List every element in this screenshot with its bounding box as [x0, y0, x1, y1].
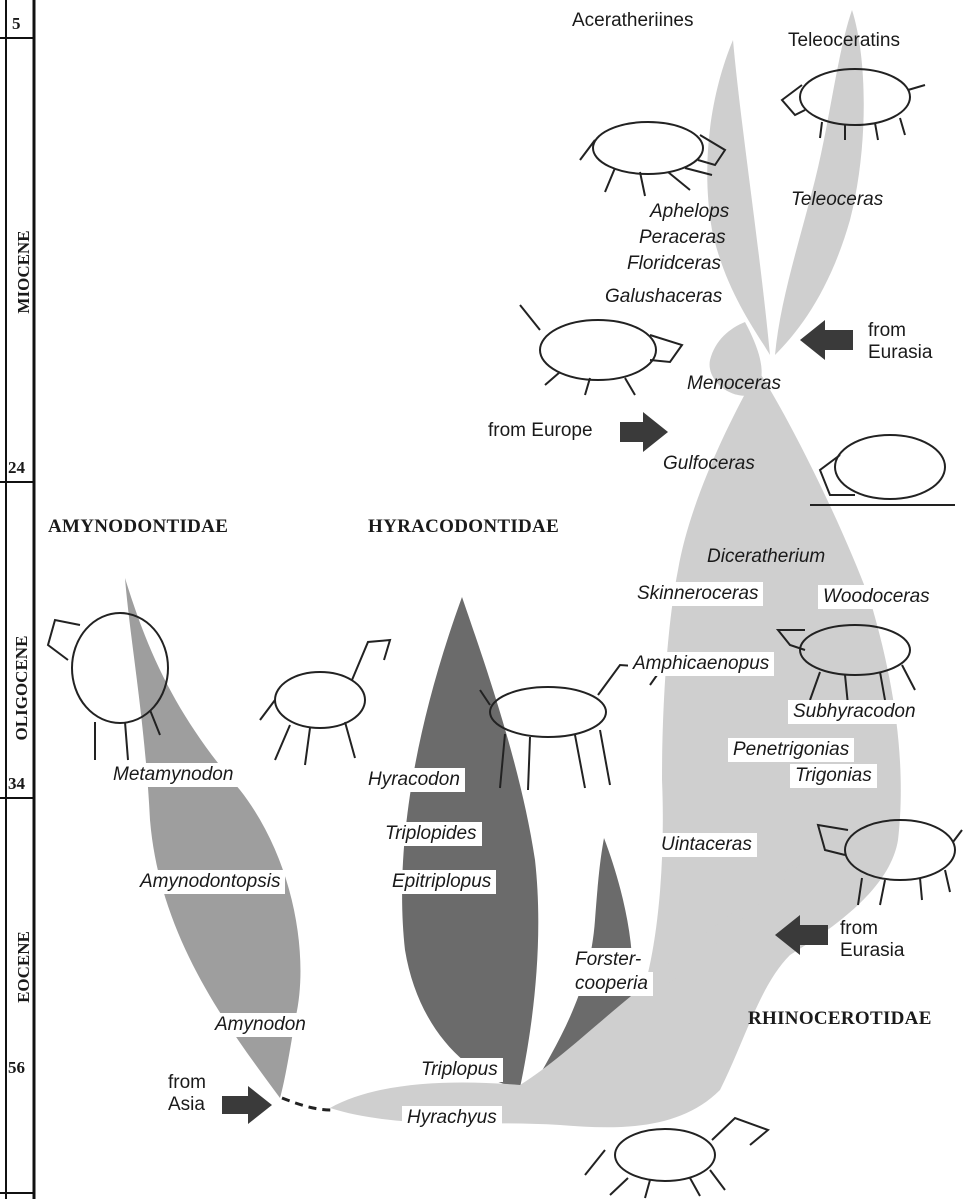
genus-amynodon: Amynodon	[210, 1013, 311, 1037]
genus-peraceras: Peraceras	[634, 226, 731, 250]
genus-woodoceras: Woodoceras	[818, 585, 935, 609]
group-teleoceratins: Teleoceratins	[788, 30, 900, 52]
genus-triplopus: Triplopus	[416, 1058, 503, 1082]
genus-aphelops: Aphelops	[645, 200, 734, 224]
family-hyracodontidae: HYRACODONTIDAE	[368, 516, 559, 538]
genus-skinneroceras: Skinneroceras	[632, 582, 763, 606]
genus-epitriplopus: Epitriplopus	[387, 870, 496, 894]
from-asia-label: from Asia	[168, 1072, 206, 1116]
teleoceratins-branch	[775, 10, 864, 355]
from-asia-line2: Asia	[168, 1094, 206, 1116]
genus-triplopides: Triplopides	[380, 822, 482, 846]
asia-connection-dashed	[282, 1098, 332, 1110]
rhino-sketch-menoceras	[520, 305, 682, 395]
age-34: 34	[8, 774, 25, 794]
genus-uintaceras: Uintaceras	[656, 833, 757, 857]
hyrachyus-sketch	[585, 1118, 768, 1198]
hyracodon-sketch-1	[260, 640, 390, 765]
genus-trigonias: Trigonias	[790, 764, 877, 788]
family-amynodontidae: AMYNODONTIDAE	[48, 516, 228, 538]
from-eurasia-top-line1: from	[868, 320, 932, 342]
genus-subhyracodon: Subhyracodon	[788, 700, 921, 724]
genus-hyracodon: Hyracodon	[363, 768, 465, 792]
rhino-sketch-grazing	[810, 435, 955, 505]
epoch-eocene: EOCENE	[14, 917, 34, 1017]
from-eurasia-bottom-line1: from	[840, 918, 904, 940]
age-5: 5	[12, 14, 21, 34]
time-scale-bar	[0, 0, 34, 1199]
family-rhinocerotidae: RHINOCEROTIDAE	[748, 1008, 932, 1030]
epoch-oligocene: OLIGOCENE	[12, 628, 32, 748]
from-europe-label: from Europe	[488, 420, 593, 442]
rhino-sketch-aceratheriine	[580, 122, 725, 196]
from-europe-arrow	[620, 412, 668, 452]
group-aceratheriines: Aceratheriines	[572, 10, 693, 32]
genus-forstercooperia-line1: Forster-	[570, 948, 646, 972]
genus-hyrachyus: Hyrachyus	[402, 1106, 502, 1130]
genus-penetrigonias: Penetrigonias	[728, 738, 854, 762]
from-eurasia-top-arrow	[800, 320, 853, 360]
genus-teleoceras: Teleoceras	[786, 188, 888, 212]
from-eurasia-bottom-line2: Eurasia	[840, 940, 904, 962]
genus-amynodontopsis: Amynodontopsis	[135, 870, 285, 894]
from-eurasia-bottom-label: from Eurasia	[840, 918, 904, 962]
from-eurasia-top-line2: Eurasia	[868, 342, 932, 364]
epoch-miocene: MIOCENE	[14, 222, 34, 322]
genus-amphicaenopus: Amphicaenopus	[628, 652, 774, 676]
from-eurasia-top-label: from Eurasia	[868, 320, 932, 364]
from-asia-line1: from	[168, 1072, 206, 1094]
genus-metamynodon: Metamynodon	[108, 763, 238, 787]
age-56: 56	[8, 1058, 25, 1078]
genus-gulfoceras: Gulfoceras	[658, 452, 760, 476]
genus-forstercooperia-line2: cooperia	[570, 972, 653, 996]
genus-floridceras: Floridceras	[622, 252, 726, 276]
genus-menoceras: Menoceras	[682, 372, 786, 396]
genus-diceratherium: Diceratherium	[702, 545, 830, 569]
from-asia-arrow	[222, 1086, 272, 1124]
age-24: 24	[8, 458, 25, 478]
genus-galushaceras: Galushaceras	[600, 285, 727, 309]
